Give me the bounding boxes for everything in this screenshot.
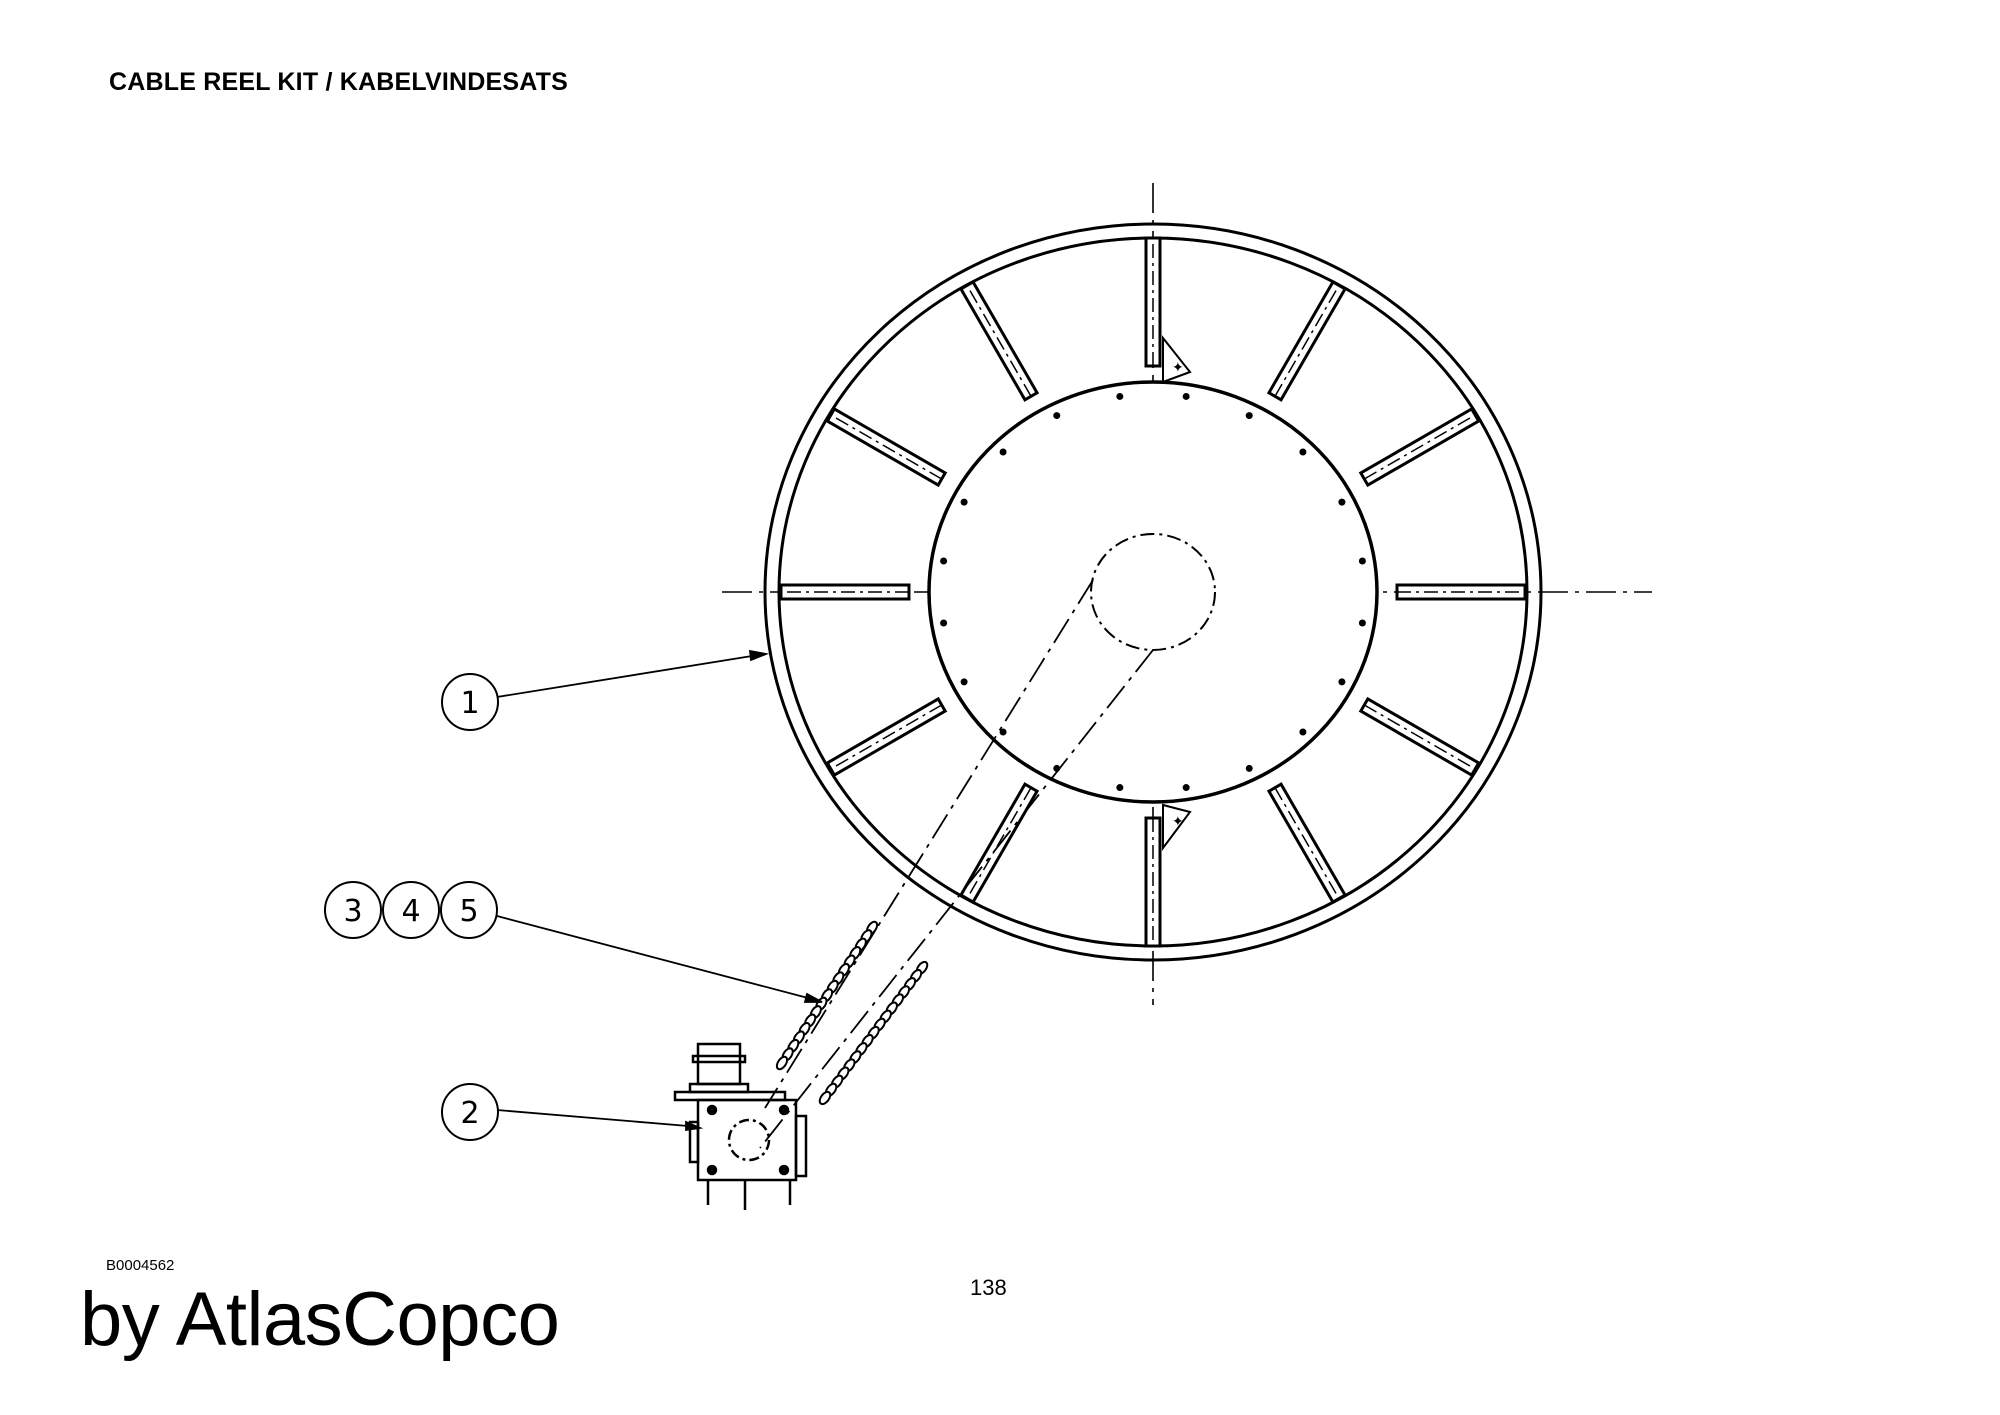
leader-lines — [496, 649, 823, 1132]
drawing-code: B0004562 — [106, 1257, 175, 1274]
svg-text:✦: ✦ — [1172, 360, 1184, 376]
callout-4: 4 — [401, 894, 420, 929]
page-number: 138 — [970, 1275, 1007, 1300]
brand-mark: by AtlasCopco — [80, 1277, 560, 1362]
callout-1: 1 — [460, 686, 479, 721]
callout-5: 5 — [459, 894, 478, 929]
callout-2: 2 — [460, 1096, 479, 1131]
svg-text:✦: ✦ — [1172, 814, 1184, 830]
gusset-plates: ✦ ✦ — [1162, 335, 1192, 851]
page-title: CABLE REEL KIT / KABELVINDESATS — [109, 68, 569, 96]
callout-balloons — [324, 673, 499, 1141]
callout-3: 3 — [343, 894, 362, 929]
gearbox-motor — [673, 1042, 808, 1210]
reel-shaft — [1090, 533, 1216, 651]
chain-path — [759, 579, 1154, 1149]
drive-chain — [775, 920, 929, 1106]
